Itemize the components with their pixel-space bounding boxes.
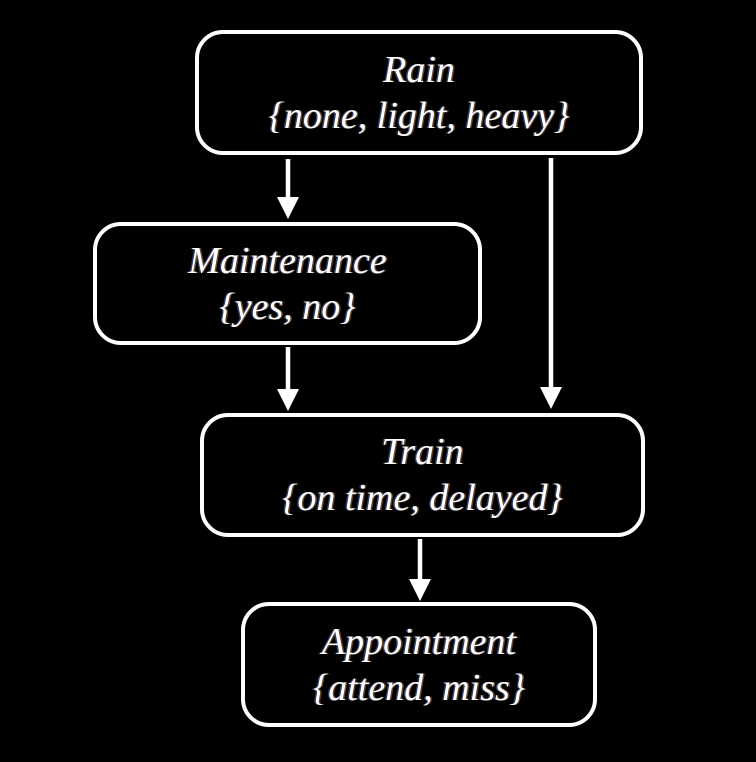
node-train: Train {on time, delayed} (200, 413, 645, 537)
edge-maintenance-to-train (277, 347, 299, 411)
edge-train-to-appointment (409, 539, 431, 601)
node-appointment-label: Appointment (321, 620, 517, 663)
node-train-values: {on time, delayed} (282, 477, 563, 519)
edge-rain-to-train (540, 158, 562, 409)
node-rain: Rain {none, light, heavy} (195, 30, 643, 155)
node-appointment: Appointment {attend, miss} (241, 602, 597, 727)
node-maintenance-values: {yes, no} (219, 285, 356, 328)
node-appointment-values: {attend, miss} (313, 666, 525, 709)
node-maintenance-label: Maintenance (188, 239, 387, 282)
node-maintenance: Maintenance {yes, no} (93, 222, 482, 345)
node-rain-values: {none, light, heavy} (268, 94, 570, 137)
node-train-label: Train (381, 431, 464, 473)
node-rain-label: Rain (383, 48, 455, 91)
edge-rain-to-maintenance (277, 159, 299, 219)
